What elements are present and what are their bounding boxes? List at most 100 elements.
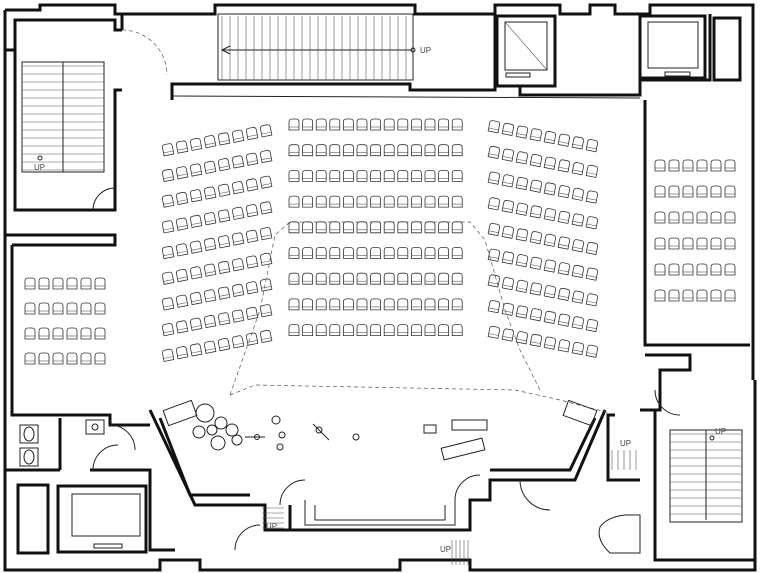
seat: [557, 185, 570, 199]
seat: [383, 144, 395, 157]
seat: [501, 251, 514, 265]
seat: [557, 287, 570, 302]
seat: [424, 324, 436, 337]
seat: [190, 163, 203, 177]
seat: [190, 214, 203, 229]
seat: [232, 129, 245, 143]
seat: [383, 169, 395, 182]
seat: [682, 159, 694, 172]
seat: [288, 247, 300, 259]
seat: [397, 221, 409, 234]
seat: [232, 258, 245, 272]
seat: [288, 169, 300, 182]
right-stair-up-label: UP: [715, 427, 726, 436]
seat: [451, 298, 463, 311]
seat: [501, 225, 514, 239]
seat: [204, 186, 217, 200]
seat: [246, 178, 259, 192]
seat: [24, 352, 36, 365]
seating-area: [24, 118, 736, 365]
seat: [515, 177, 528, 191]
seat: [543, 310, 556, 325]
seat: [571, 213, 584, 227]
seat: [515, 254, 528, 268]
seat: [654, 159, 666, 172]
seat: [52, 327, 64, 340]
seat: [529, 205, 542, 219]
seat: [710, 263, 722, 276]
seat: [696, 211, 708, 224]
seat: [162, 348, 175, 362]
seat: [557, 339, 570, 353]
seat: [315, 272, 327, 285]
top-stair-up-label: UP: [420, 46, 431, 55]
seat: [397, 144, 409, 157]
seat: [218, 286, 231, 300]
seat: [410, 221, 422, 234]
seat: [190, 137, 203, 151]
seat: [190, 240, 203, 254]
seat: [218, 260, 231, 275]
seat: [487, 197, 500, 211]
seat: [682, 263, 694, 276]
seat: [410, 272, 422, 285]
seat: [668, 185, 680, 198]
seat: [370, 298, 382, 311]
seat: [487, 171, 500, 185]
seat: [190, 292, 203, 306]
seat: [515, 202, 528, 216]
stage-steps: [162, 399, 598, 427]
seat: [162, 220, 175, 234]
seat: [438, 221, 450, 234]
seat: [424, 221, 436, 234]
interior-walls: [5, 14, 755, 562]
seat: [397, 118, 409, 131]
seat: [438, 195, 450, 208]
seat: [451, 169, 463, 182]
seat: [246, 229, 259, 243]
seat: [302, 195, 314, 208]
seat: [515, 228, 528, 242]
seat: [571, 290, 584, 304]
seat: [438, 144, 450, 157]
seat: [356, 195, 368, 208]
seat: [383, 272, 395, 285]
stage: [229, 221, 611, 414]
seat: [543, 285, 556, 299]
seat: [383, 324, 395, 337]
seat: [176, 217, 189, 231]
seat: [515, 151, 528, 165]
seat: [176, 140, 189, 154]
elevator-details: [71, 21, 699, 549]
keyboards: [423, 419, 488, 461]
seat: [204, 315, 217, 329]
seat: [585, 319, 598, 333]
seat: [204, 340, 217, 354]
seat: [204, 160, 217, 174]
seat: [302, 221, 314, 234]
seat: [288, 221, 300, 234]
seat: [571, 187, 584, 201]
seat: [218, 158, 231, 172]
seat: [315, 247, 327, 259]
seat: [571, 162, 584, 176]
seat: [246, 204, 259, 218]
seat: [529, 256, 542, 270]
seat: [682, 289, 694, 302]
seat: [218, 235, 231, 249]
seat: [38, 327, 50, 340]
seat: [260, 124, 273, 138]
seat: [710, 211, 722, 224]
seat: [329, 324, 341, 337]
seat: [410, 298, 422, 311]
seat: [682, 211, 694, 224]
seat: [487, 274, 500, 288]
seat: [342, 144, 354, 157]
seat: [204, 135, 217, 149]
seat: [246, 127, 259, 141]
seat: [451, 195, 463, 208]
seat: [246, 255, 259, 269]
restroom-fixtures: [19, 419, 105, 467]
seat: [571, 342, 584, 356]
seat: [94, 277, 106, 290]
